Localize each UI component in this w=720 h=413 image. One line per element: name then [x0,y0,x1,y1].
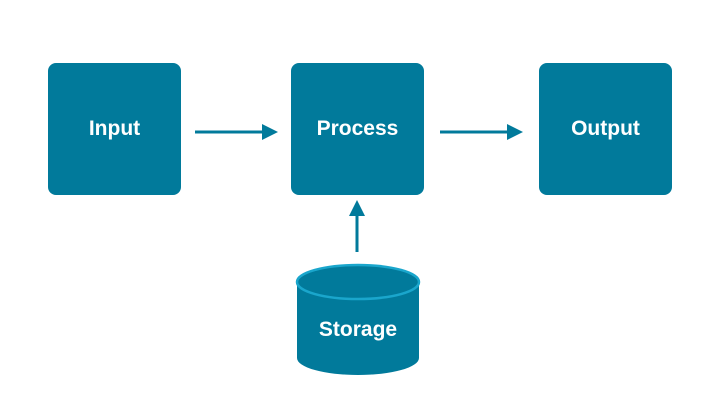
storage-label-text: Storage [318,318,398,341]
output-node-label: Output [571,117,640,140]
arrow-input-to-process [195,124,278,140]
process-node-label: Process [316,117,399,140]
process-node: Process [291,63,424,195]
input-node-label: Input [88,117,141,140]
storage-cylinder [295,263,421,375]
output-node: Output [539,63,672,195]
storage-node-label: Storage [297,310,419,350]
arrow-storage-to-process [349,200,365,252]
input-node: Input [48,63,181,195]
arrow-process-to-output [440,124,523,140]
